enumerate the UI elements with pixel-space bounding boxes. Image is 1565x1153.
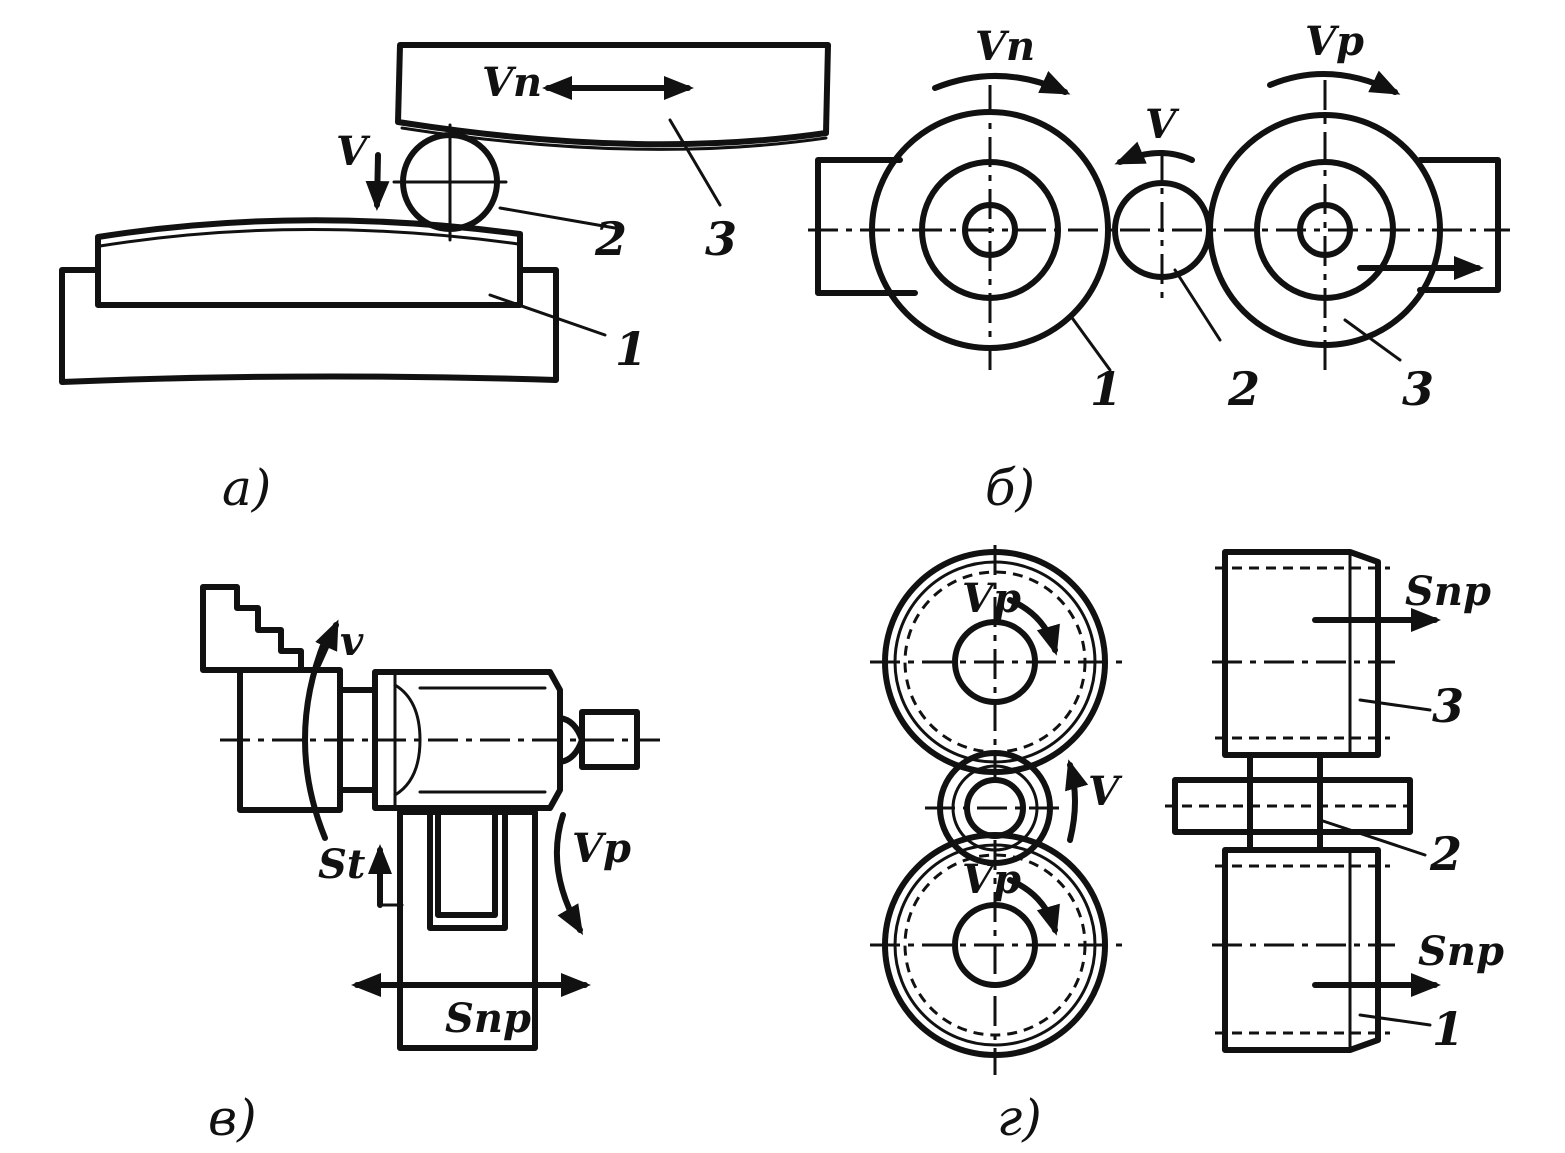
label-vn: Vп xyxy=(482,59,542,106)
label-snp-top: Sпр xyxy=(1405,568,1491,615)
label-v: V xyxy=(336,128,371,175)
rotation-arrow-middle xyxy=(1114,141,1195,165)
caption-b: б) xyxy=(985,459,1035,517)
label-vn-b: Vп xyxy=(975,23,1035,70)
machine-table xyxy=(59,267,559,385)
rotation-arrow xyxy=(365,152,390,211)
part-3-number-b: 3 xyxy=(1402,362,1434,416)
label-st: St xyxy=(318,841,366,888)
panel-b: Vп V Vр 1 2 3 б) xyxy=(808,18,1510,517)
part-3-number-g: 3 xyxy=(1432,679,1464,733)
label-vp-top: Vр xyxy=(962,575,1021,622)
label-vp-v: Vр xyxy=(572,825,631,872)
label-snp-v: Sпр xyxy=(445,995,531,1042)
side-shaver-2 xyxy=(1172,777,1413,835)
rotation-arrow-vp xyxy=(553,812,584,936)
caption-g: г) xyxy=(997,1089,1042,1147)
panel-g: Vр V Vр Sпр 3 2 xyxy=(870,545,1504,1147)
part-2-number: 2 xyxy=(594,212,627,266)
shaver-holder xyxy=(397,809,538,1051)
rack-tool xyxy=(395,42,831,148)
part-2-number-g: 2 xyxy=(1429,827,1462,881)
label-vp-bottom: Vр xyxy=(962,856,1021,903)
label-snp-bottom: Sпр xyxy=(1418,928,1504,975)
rotation-arrow-right xyxy=(1267,70,1401,95)
part-1-number-g: 1 xyxy=(1432,1002,1464,1056)
rotation-arrow-left xyxy=(932,71,1071,95)
label-vp-b: Vр xyxy=(1305,18,1364,65)
panel-v: v St Sпр Vр в) xyxy=(200,584,660,1147)
part-3-number: 3 xyxy=(705,212,737,266)
part-1-number-b: 1 xyxy=(1090,362,1122,416)
rack-workpiece xyxy=(95,217,523,308)
panel-a: Vп V 2 3 1 а) xyxy=(59,42,831,517)
label-v-b: V xyxy=(1145,101,1180,148)
side-gear-3 xyxy=(1222,549,1381,758)
chuck-jaw xyxy=(200,584,304,673)
caption-v: в) xyxy=(208,1089,257,1147)
part-2-number-b: 2 xyxy=(1227,362,1260,416)
part-1-number: 1 xyxy=(615,322,647,376)
label-v-g: V xyxy=(1088,768,1123,815)
gear-workpiece xyxy=(372,669,563,811)
side-gear-1 xyxy=(1222,847,1381,1053)
label-v-v: v xyxy=(340,618,364,665)
caption-a: а) xyxy=(222,459,271,517)
